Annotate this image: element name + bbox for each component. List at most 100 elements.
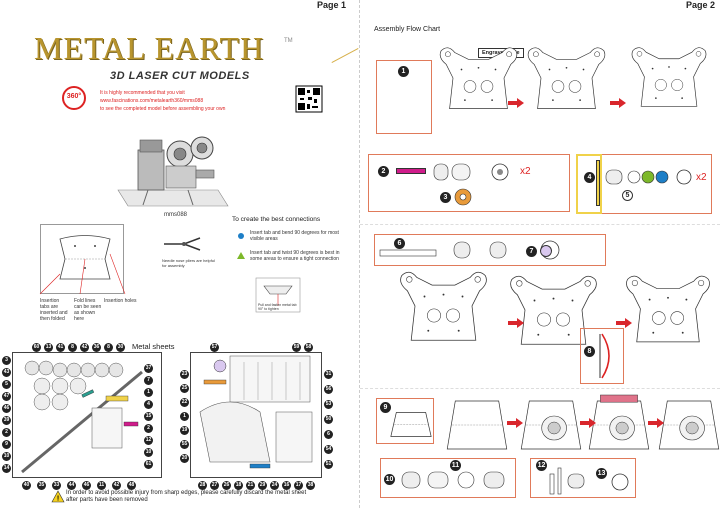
frame-part <box>527 47 606 109</box>
page-1: Page 1 METAL EARTH TM 3D LASER CUT MODEL… <box>0 0 360 508</box>
label-insertion-holes: Insertion holes <box>104 298 137 304</box>
step-4-highlight <box>576 154 602 214</box>
frame-part <box>510 275 597 345</box>
green-triangle-icon <box>237 252 245 259</box>
part-number-badge: 14 <box>2 464 11 473</box>
frame-part <box>400 271 487 341</box>
roller-sequence-2 <box>605 169 692 185</box>
part-number-badge: 1 <box>144 388 153 397</box>
part-number-badge: 41 <box>56 343 65 352</box>
recommend-url[interactable]: www.fascinations.com/metalearth360/mms08… <box>100 98 204 104</box>
steps-2-3-box <box>368 154 570 212</box>
warning-icon: ! <box>51 490 65 503</box>
part-number-badge: 5 <box>2 380 11 389</box>
part-number-badge: 33 <box>52 481 61 490</box>
step-8-box <box>580 328 624 384</box>
step-1-box <box>376 60 432 134</box>
step-11-badge: 11 <box>450 460 461 471</box>
step-9-badge: 9 <box>380 402 391 413</box>
flow-arrow-icon <box>508 318 524 328</box>
step-2-badge: 2 <box>378 166 389 177</box>
part-number-badge: 56 <box>324 385 333 394</box>
badge-360-label: 360° <box>66 93 82 100</box>
step-3-badge: 3 <box>440 192 451 203</box>
part-number-badge: 20 <box>180 454 189 463</box>
warning-text: In order to avoid possible injury from s… <box>66 490 307 503</box>
part-number-badge: 29 <box>258 481 267 490</box>
part-number-badge: 10 <box>2 452 11 461</box>
trademark-mark: TM <box>284 38 293 44</box>
part-number-badge: 6 <box>324 430 333 439</box>
base-part <box>588 394 650 450</box>
step-13-badge: 13 <box>596 468 607 479</box>
multiplier-x2-a: x2 <box>520 166 531 177</box>
steps-12-13-box <box>530 458 636 498</box>
part-number-badge: 46 <box>2 404 11 413</box>
part-number-badge: 53 <box>324 400 333 409</box>
frame-part <box>631 47 707 107</box>
part-number-badge: 8 <box>68 343 77 352</box>
part-number-badge: 40 <box>22 481 31 490</box>
connections-title: To create the best connections <box>232 216 321 223</box>
flow-arrow-icon <box>648 418 664 428</box>
part-number-badge: 2 <box>2 428 11 437</box>
part-number-badge: 36 <box>92 343 101 352</box>
strip-part <box>396 168 426 174</box>
part-number-badge: 2 <box>144 424 153 433</box>
shelf-tab-diagram <box>255 277 301 313</box>
metal-sheet-1-parts <box>21 360 143 474</box>
metal-sheets-title: Metal sheets <box>132 342 175 351</box>
multiplier-x2-b: x2 <box>696 172 707 183</box>
fold-diagram-part <box>39 235 126 295</box>
part-number-badge: 27 <box>210 481 219 490</box>
step-7-badge: 7 <box>526 246 537 257</box>
part-number-badge: 61 <box>144 460 153 469</box>
flow-arrow-icon <box>507 418 523 428</box>
pliers-icon <box>164 237 201 251</box>
part-number-badge: 19 <box>180 426 189 435</box>
axle-part <box>596 160 600 206</box>
part-number-badge: 9 <box>2 440 11 449</box>
pliers-note: Needle nose pliers are helpful for assem… <box>162 258 215 268</box>
part-number-badge: 38 <box>306 481 315 490</box>
section-divider <box>360 224 720 225</box>
step-5-badge: 5 <box>622 190 633 201</box>
part-number-badge: 11 <box>97 481 106 490</box>
flow-arrow-icon <box>508 98 524 108</box>
svg-text:!: ! <box>57 496 59 503</box>
metal-sheet-2-parts <box>199 355 313 469</box>
part-number-badge: 13 <box>44 343 53 352</box>
part-number-badge: 35 <box>37 481 46 490</box>
flow-arrow-icon <box>580 418 596 428</box>
frame-part <box>626 275 710 343</box>
base-part <box>390 412 432 437</box>
model-projector-image <box>117 136 229 207</box>
part-number-badge: 57 <box>210 343 219 352</box>
step-12-badge: 12 <box>536 460 547 471</box>
section-divider <box>360 388 720 389</box>
page-number: Page 2 <box>686 0 716 10</box>
part-number-badge: 50 <box>324 415 333 424</box>
recommend-line-1: It is highly recommended that you visit <box>100 90 185 96</box>
part-number-badge: 60 <box>32 343 41 352</box>
part-number-badge: 54 <box>324 445 333 454</box>
part-number-badge: 16 <box>282 481 291 490</box>
page-2: Page 2 Assembly Flow Chart 1 Engraved si… <box>360 0 720 508</box>
part-number-badge: 59 <box>292 343 301 352</box>
step-9-box <box>376 398 434 444</box>
view-360-icon: 360° <box>62 86 86 110</box>
part-number-badge: 18 <box>234 481 243 490</box>
model-code: mms088 <box>164 212 188 218</box>
part-number-badge: 42 <box>80 343 89 352</box>
brand-subtitle: 3D LASER CUT MODELS <box>110 70 250 82</box>
part-number-badge: 15 <box>144 412 153 421</box>
part-number-badge: 47 <box>2 392 11 401</box>
blue-dot-icon <box>238 233 244 239</box>
decorative-line <box>331 48 359 63</box>
disc-part <box>540 245 552 257</box>
part-number-badge: 4 <box>144 400 153 409</box>
part-number-badge: 51 <box>324 460 333 469</box>
steps-10-11-box <box>380 458 516 498</box>
step-12-13-parts <box>549 467 629 495</box>
part-number-badge: 42 <box>112 481 121 490</box>
